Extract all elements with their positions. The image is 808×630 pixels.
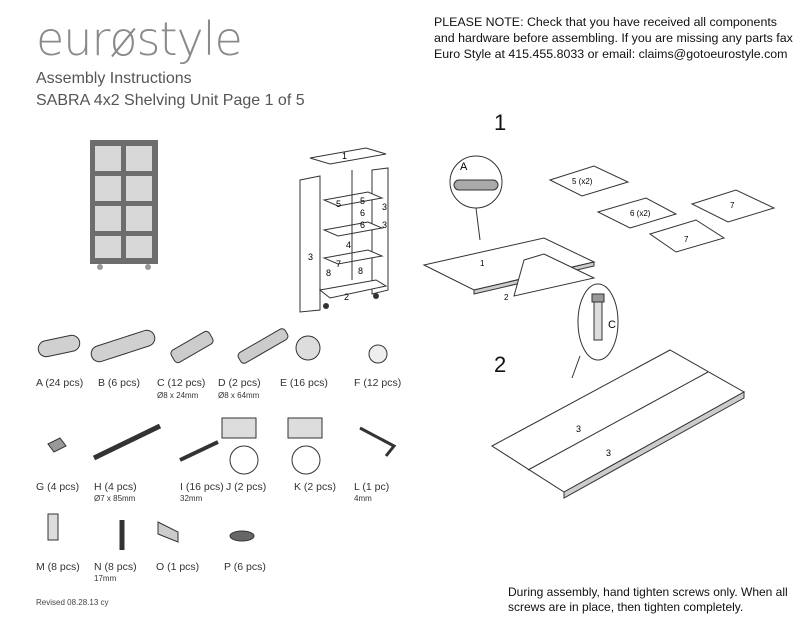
part-c-spec: Ø8 x 24mm — [157, 391, 199, 400]
part-e-label: E (16 pcs) — [280, 377, 328, 389]
callout-a-label: A — [460, 161, 468, 173]
part-h-spec: Ø7 x 85mm — [94, 494, 136, 503]
brand-logo: eurøstyle — [36, 12, 243, 66]
part-h-label: H (4 pcs) — [94, 481, 137, 493]
step-1-diagram: A 1 2 5 (x2) 6 (x2) 7 7 — [422, 155, 776, 302]
part-o-label: O (1 pcs) — [156, 561, 200, 573]
revision-date: Revised 08.28.13 cy — [36, 598, 109, 607]
shelf-photo — [90, 140, 158, 270]
part-l-label: L (1 pc) — [354, 481, 390, 493]
panel-3b-label: 3 — [606, 448, 611, 458]
panel-5-label: 5 (x2) — [572, 177, 593, 186]
step-2-diagram: 3 3 — [491, 349, 746, 499]
part-f-label: F (12 pcs) — [354, 377, 402, 389]
exploded-label: 8 — [326, 268, 331, 278]
exploded-label: 3 — [382, 202, 387, 212]
exploded-label: 4 — [346, 240, 351, 250]
step-2-number: 2 — [494, 352, 507, 377]
part-l-spec: 4mm — [354, 494, 372, 503]
exploded-label: 5 — [360, 196, 365, 206]
panel-7a-label: 7 — [684, 235, 689, 244]
part-n-spec: 17mm — [94, 574, 117, 583]
part-k-label: K (2 pcs) — [294, 481, 337, 493]
part-i-spec: 32mm — [180, 494, 203, 503]
exploded-label: 3 — [308, 252, 313, 262]
part-d-label: D (2 pcs) — [218, 377, 261, 389]
callout-c-diagram: C — [571, 283, 619, 379]
part-p-label: P (6 pcs) — [224, 561, 266, 573]
part-n-label: N (8 pcs) — [94, 561, 137, 573]
hardware-illustrations — [37, 328, 397, 550]
callout-c-label: C — [608, 319, 616, 331]
exploded-label: 2 — [344, 292, 349, 302]
panel-7b-label: 7 — [730, 201, 735, 210]
exploded-label: 7 — [336, 259, 341, 269]
exploded-view-diagram: 1 5 6 3 4 3 7 8 8 2 5 6 3 — [299, 147, 389, 313]
panel-2-label: 2 — [504, 293, 509, 302]
exploded-label: 6 — [360, 208, 365, 218]
panel-6-label: 6 (x2) — [630, 209, 651, 218]
panel-3a-label: 3 — [576, 424, 581, 434]
part-g-label: G (4 pcs) — [36, 481, 80, 493]
exploded-label: 3 — [382, 220, 387, 230]
panel-1-label: 1 — [480, 259, 485, 268]
part-b-label: B (6 pcs) — [98, 377, 141, 389]
part-j-label: J (2 pcs) — [226, 481, 267, 493]
parts-note: PLEASE NOTE: Check that you have receive… — [434, 15, 793, 61]
part-i-label: I (16 pcs) — [180, 481, 224, 493]
part-c-label: C (12 pcs) — [157, 377, 206, 389]
part-a-label: A (24 pcs) — [36, 377, 84, 389]
exploded-label: 8 — [358, 266, 363, 276]
product-title: SABRA 4x2 Shelving Unit Page 1 of 5 — [36, 92, 305, 109]
assembly-title: Assembly Instructions — [36, 70, 192, 87]
exploded-label: 1 — [342, 151, 347, 161]
exploded-label: 6 — [360, 220, 365, 230]
part-d-spec: Ø8 x 64mm — [218, 391, 260, 400]
exploded-label: 5 — [336, 199, 341, 209]
part-m-label: M (8 pcs) — [36, 561, 80, 573]
tightening-note: During assembly, hand tighten screws onl… — [508, 585, 788, 614]
step-1-number: 1 — [494, 110, 507, 135]
